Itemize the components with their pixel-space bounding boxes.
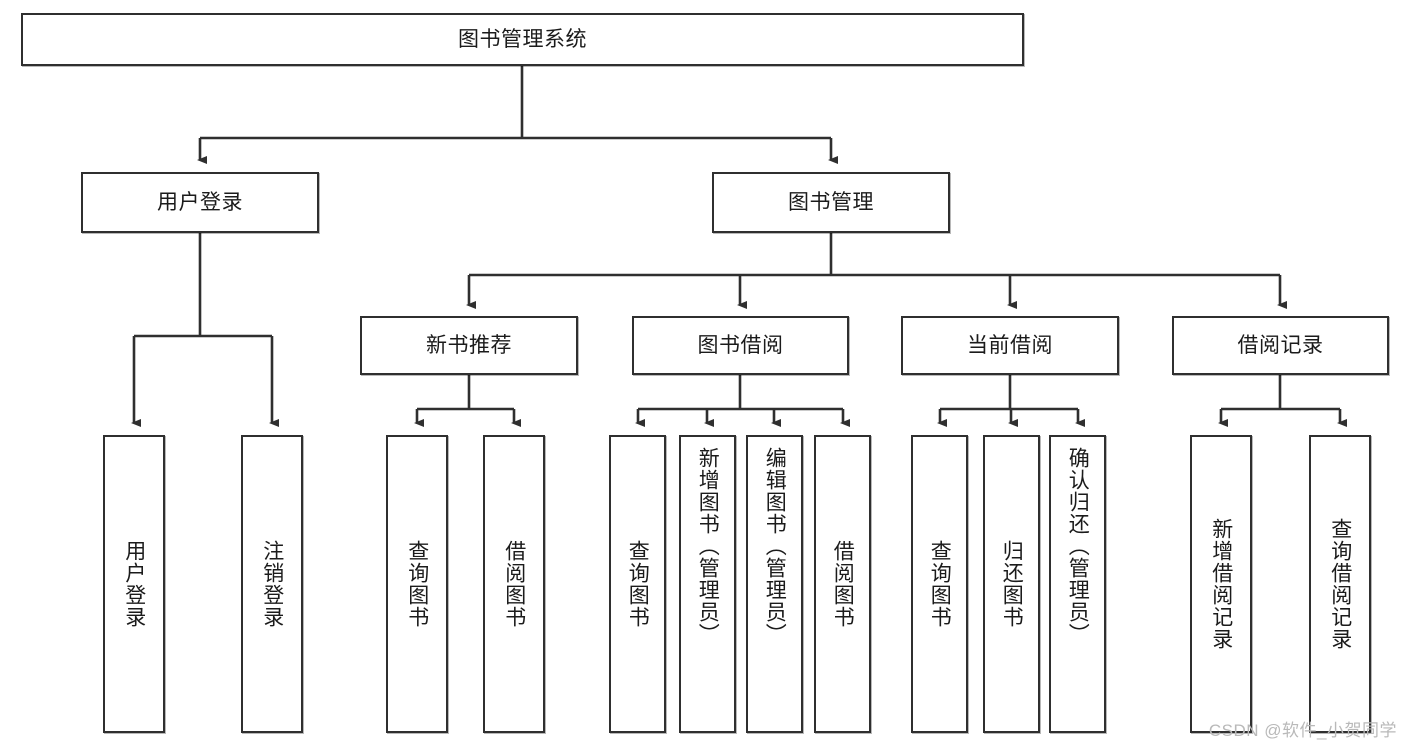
node-leaf-add-record[interactable]: 新增借阅记录 (1190, 435, 1252, 733)
node-borrow-record-label: 借阅记录 (1237, 333, 1324, 357)
node-leaf-query-book-1[interactable]: 查询图书 (386, 435, 448, 733)
node-root[interactable]: 图书管理系统 (21, 13, 1024, 66)
node-leaf-edit-book-label: 编辑图书（管理员） (763, 447, 787, 645)
node-leaf-borrow-book-2-label: 借阅图书 (831, 540, 855, 628)
node-leaf-borrow-book-2[interactable]: 借阅图书 (814, 435, 871, 733)
node-leaf-query-book-3-label: 查询图书 (928, 540, 952, 628)
node-book-borrow[interactable]: 图书借阅 (632, 316, 849, 375)
node-leaf-query-book-2-label: 查询图书 (626, 540, 650, 628)
node-current-borrow[interactable]: 当前借阅 (901, 316, 1119, 375)
node-leaf-user-logout[interactable]: 注销登录 (241, 435, 303, 733)
node-leaf-confirm-return-label: 确认归还（管理员） (1066, 447, 1090, 645)
node-current-borrow-label: 当前借阅 (967, 333, 1053, 357)
node-leaf-add-book-label: 新增图书（管理员） (696, 447, 720, 645)
node-new-book-recommend[interactable]: 新书推荐 (360, 316, 578, 375)
node-user-login-label: 用户登录 (157, 190, 243, 214)
watermark-text: CSDN @软件_小贺同学 (1208, 721, 1397, 740)
node-user-login[interactable]: 用户登录 (81, 172, 319, 233)
node-leaf-query-record[interactable]: 查询借阅记录 (1309, 435, 1371, 733)
node-leaf-query-book-2[interactable]: 查询图书 (609, 435, 666, 733)
node-leaf-confirm-return[interactable]: 确认归还（管理员） (1049, 435, 1106, 733)
node-book-borrow-label: 图书借阅 (697, 333, 784, 357)
node-borrow-record[interactable]: 借阅记录 (1172, 316, 1389, 375)
node-leaf-add-record-label: 新增借阅记录 (1209, 518, 1233, 650)
node-leaf-query-record-label: 查询借阅记录 (1328, 518, 1352, 650)
node-leaf-borrow-book-1-label: 借阅图书 (502, 540, 526, 628)
node-leaf-query-book-3[interactable]: 查询图书 (911, 435, 968, 733)
node-leaf-borrow-book-1[interactable]: 借阅图书 (483, 435, 545, 733)
node-leaf-query-book-1-label: 查询图书 (405, 540, 429, 628)
node-root-label: 图书管理系统 (458, 27, 587, 51)
node-new-book-recommend-label: 新书推荐 (426, 333, 512, 357)
node-leaf-return-book[interactable]: 归还图书 (983, 435, 1040, 733)
node-leaf-user-login-label: 用户登录 (122, 540, 146, 628)
node-leaf-user-login[interactable]: 用户登录 (103, 435, 165, 733)
node-leaf-user-logout-label: 注销登录 (260, 540, 284, 628)
node-leaf-add-book[interactable]: 新增图书（管理员） (679, 435, 736, 733)
node-book-manage[interactable]: 图书管理 (712, 172, 950, 233)
node-book-manage-label: 图书管理 (788, 190, 874, 214)
node-leaf-edit-book[interactable]: 编辑图书（管理员） (746, 435, 803, 733)
node-leaf-return-book-label: 归还图书 (1000, 540, 1024, 628)
